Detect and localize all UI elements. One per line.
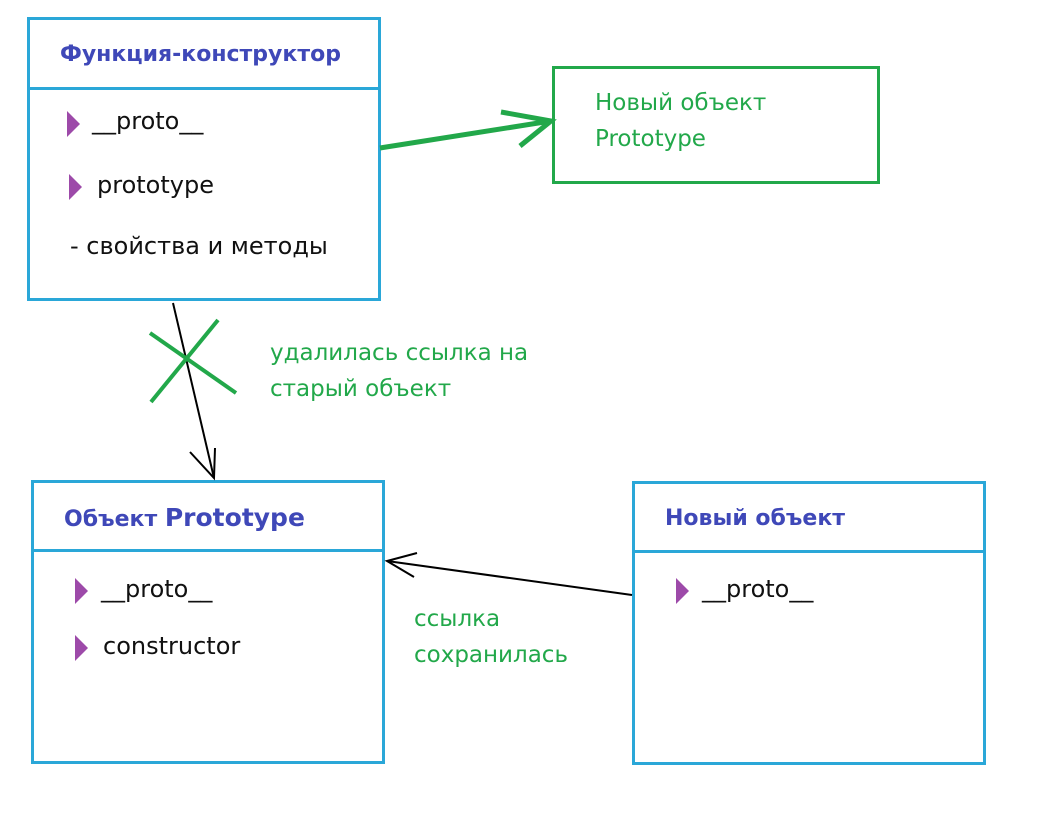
prototype-title-part2: Prototype — [164, 503, 305, 532]
deleted-arrow-shaft — [172, 302, 215, 479]
marker-icon — [676, 578, 689, 604]
new-prototype-label: Новый объект Prototype — [595, 85, 766, 157]
prototype-object-title: Объект Prototype — [34, 483, 382, 552]
deleted-link-annotation: удалилась ссылка на старый объект — [270, 335, 528, 407]
item-proto: __proto__ — [101, 575, 213, 603]
prototype-title-part1: Объект — [64, 507, 165, 532]
cross-mark-line1 — [148, 331, 238, 395]
kept-link-line1: ссылка — [414, 606, 501, 632]
new-object-title: Новый объект — [635, 484, 983, 553]
marker-icon — [67, 111, 80, 137]
deleted-link-line2: старый объект — [270, 376, 452, 402]
new-prototype-line2: Prototype — [595, 126, 706, 152]
cross-mark-line2 — [149, 318, 220, 404]
deleted-arrow-head — [189, 447, 216, 481]
constructor-function-title: Функция-конструктор — [30, 20, 378, 90]
item-proto: __proto__ — [92, 107, 204, 135]
green-arrow-head — [500, 109, 557, 148]
item-proto: __proto__ — [702, 575, 814, 603]
marker-icon — [75, 635, 88, 661]
kept-arrow-head — [384, 552, 418, 578]
marker-icon — [69, 174, 82, 200]
new-prototype-line1: Новый объект — [595, 90, 767, 116]
kept-link-annotation: ссылка сохранилась — [414, 601, 568, 673]
kept-arrow-shaft — [386, 560, 633, 596]
new-prototype-object-box: Новый объект Prototype — [552, 66, 880, 184]
item-constructor: constructor — [103, 632, 241, 660]
item-prototype: prototype — [97, 171, 214, 199]
deleted-link-line1: удалилась ссылка на — [270, 340, 529, 366]
kept-link-line2: сохранилась — [414, 642, 569, 668]
constructor-function-box: Функция-конструктор __proto__ prototype … — [27, 17, 381, 301]
marker-icon — [75, 578, 88, 604]
new-object-box: Новый объект __proto__ — [632, 481, 986, 765]
item-properties-methods: - свойства и методы — [70, 232, 328, 260]
prototype-object-box: Объект Prototype __proto__ constructor — [31, 480, 385, 764]
green-arrow-shaft — [379, 118, 552, 151]
